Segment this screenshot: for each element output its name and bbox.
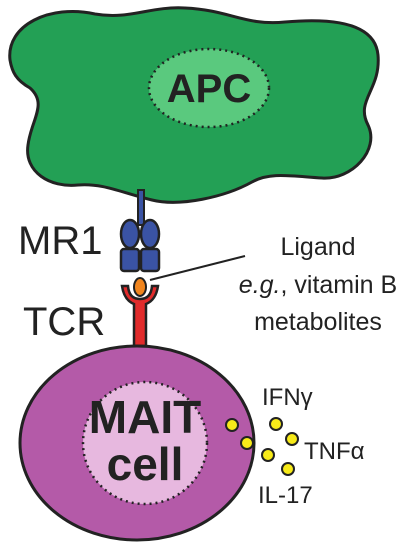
ligand-molecule-icon: [133, 277, 147, 297]
cytokine-dot: [269, 417, 283, 431]
tcr-label: TCR: [23, 300, 105, 344]
cytokine-dot: [225, 418, 239, 432]
ligand-label-line3: metabolites: [254, 308, 382, 336]
mr1-label: MR1: [18, 219, 102, 263]
cytokine-label-tnfa: TNFα: [304, 438, 365, 465]
mait-label-line1: MAIT: [89, 391, 201, 443]
cytokine-label-il17: IL-17: [258, 482, 313, 509]
apc-label: APC: [167, 67, 251, 111]
tcr-icon: [120, 284, 160, 348]
ligand-eg-text: e.g.: [239, 271, 281, 299]
cytokine-label-ifng: IFNγ: [262, 384, 313, 411]
cytokine-dot: [285, 432, 299, 446]
mait-label-line2: cell: [107, 438, 184, 490]
apc-cell: APC: [8, 6, 380, 204]
cytokine-dots-icon: [225, 417, 299, 476]
ligand-label-line1: Ligand: [280, 233, 355, 261]
mait-nucleus: [81, 380, 209, 506]
cytokine-dot: [240, 436, 254, 450]
mr1-icon: [119, 189, 161, 273]
cytokine-dot: [281, 462, 295, 476]
apc-nucleus: [147, 47, 271, 129]
ligand-line2-rest: , vitamin B: [281, 271, 398, 299]
mait-cell: MAIT cell: [18, 344, 256, 542]
cytokine-dot: [261, 448, 275, 462]
ligand-label-line2: e.g., vitamin B: [239, 271, 397, 299]
ligand-pointer-line: [149, 255, 246, 281]
